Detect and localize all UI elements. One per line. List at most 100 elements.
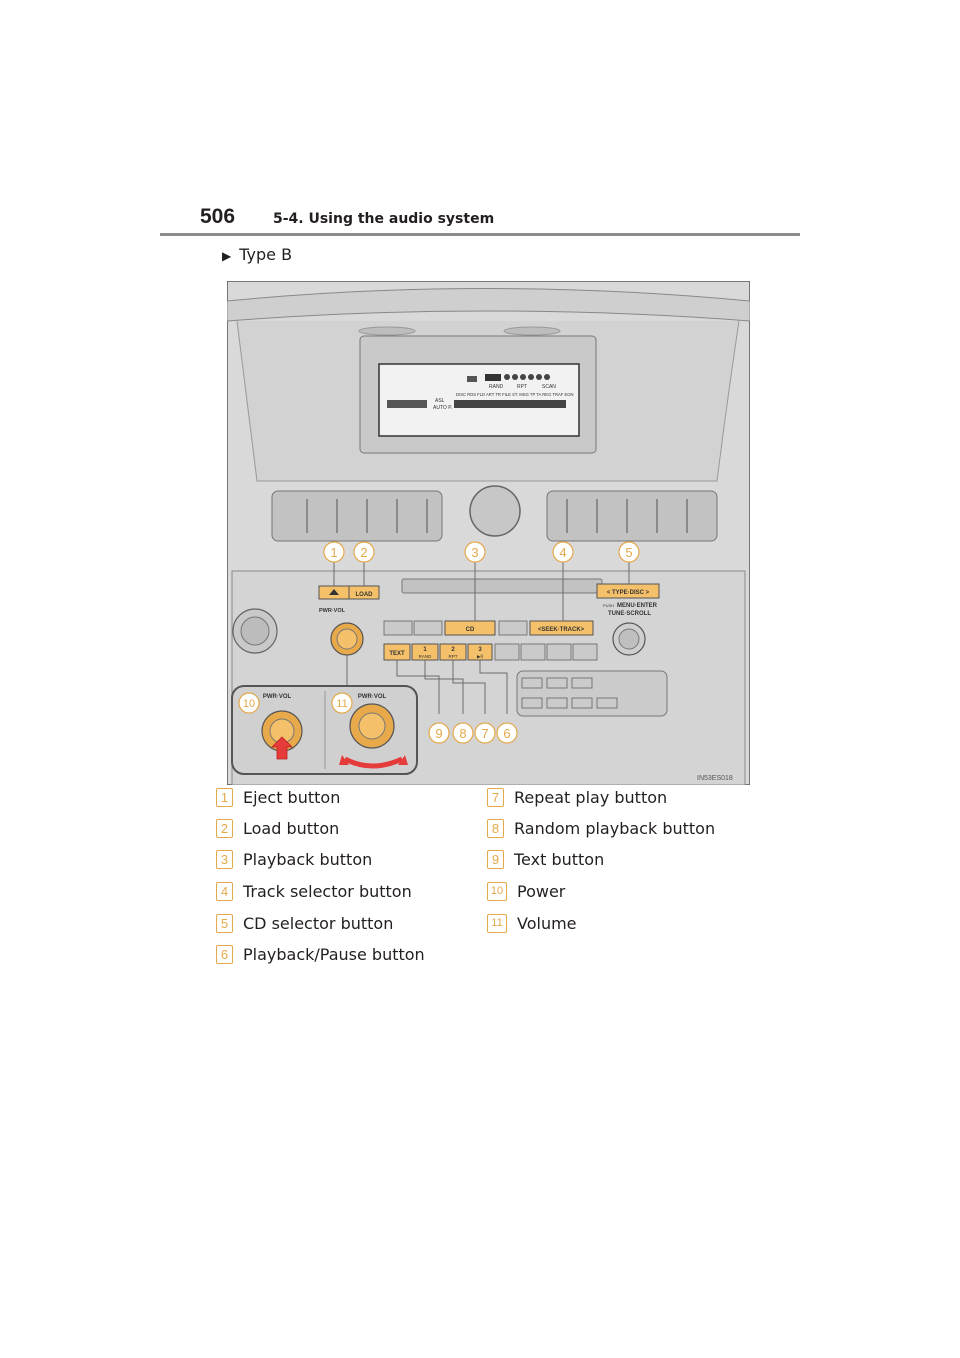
legend-number: 2 (216, 819, 233, 838)
display-auto-p: AUTO P. (433, 405, 452, 411)
svg-text:9: 9 (435, 726, 442, 741)
menu-enter-label: MENU·ENTER (617, 603, 658, 609)
display-disc-line: DISC RDS FLD ART TR FILE ST. MSG TP TA R… (456, 392, 574, 397)
type-disc-label: < TYPE·DISC > (607, 590, 650, 596)
svg-text:3: 3 (471, 545, 478, 560)
legend-item: 1 Eject button (216, 788, 340, 807)
legend-item: 2 Load button (216, 819, 339, 838)
audio-panel-figure: RAND RPT SCAN DISC RDS FLD ART TR FILE S… (227, 281, 750, 785)
callout-6: 6 (496, 722, 518, 744)
pwr-vol-label: PWR·VOL (319, 608, 346, 614)
callout-1: 1 (323, 541, 345, 563)
cd-slot (401, 578, 603, 594)
legend-item: 7 Repeat play button (487, 788, 667, 807)
callout-2: 2 (353, 541, 375, 563)
svg-text:8: 8 (459, 726, 466, 741)
legend-label: Power (517, 882, 566, 901)
legend-item: 5 CD selector button (216, 914, 393, 933)
svg-text:6: 6 (503, 726, 510, 741)
cd-button-label: CD (466, 627, 475, 633)
legend-number: 7 (487, 788, 504, 807)
rotate-arrow-icon (343, 756, 404, 769)
inset-pwr-vol-label-1: PWR·VOL (263, 694, 292, 700)
legend-label: Playback button (243, 850, 373, 869)
legend-number: 11 (487, 914, 507, 933)
legend-number: 10 (487, 882, 507, 901)
legend-number: 9 (487, 850, 504, 869)
text-button-label: TEXT (389, 651, 405, 657)
callout-8: 8 (452, 722, 474, 744)
svg-text:5: 5 (625, 545, 632, 560)
push-label: PUSH (603, 603, 614, 608)
seek-track-label: <SEEK·TRACK> (538, 627, 585, 633)
callout-11: 11 (331, 692, 353, 714)
rand-button-label: RAND (419, 654, 433, 659)
legend-label: Track selector button (243, 882, 412, 901)
rand-button-number: 1 (423, 647, 427, 653)
legend-number: 4 (216, 882, 233, 901)
clock (469, 485, 521, 537)
callout-4: 4 (552, 541, 574, 563)
display-rand: RAND (489, 384, 504, 390)
display-scan: SCAN (542, 384, 556, 390)
type-label: ▶ Type B (222, 245, 292, 264)
page-header: 506 5-4. Using the audio system (160, 205, 800, 236)
callout-7: 7 (474, 722, 496, 744)
figure-code: IN53ES018 (697, 775, 733, 782)
type-disc-button[interactable] (596, 583, 660, 599)
eject-icon (329, 589, 339, 595)
leader-lines (333, 562, 630, 714)
legend-label: Text button (514, 850, 605, 869)
svg-text:2: 2 (360, 545, 367, 560)
left-vent (271, 490, 443, 542)
callout-9: 9 (428, 722, 450, 744)
legend-item: 11 Volume (487, 914, 577, 933)
svg-text:10: 10 (243, 698, 255, 710)
legend-label: Random playback button (514, 819, 716, 838)
legend-number: 5 (216, 914, 233, 933)
legend-number: 1 (216, 788, 233, 807)
display-rpt: RPT (517, 384, 527, 390)
inset-pwr-vol-label-2: PWR·VOL (358, 694, 387, 700)
display-asl: ASL (435, 398, 445, 404)
svg-text:4: 4 (559, 545, 566, 560)
type-label-text: Type B (239, 245, 293, 264)
header-rule (160, 233, 800, 236)
legend-label: Repeat play button (514, 788, 668, 807)
legend-label: Eject button (243, 788, 341, 807)
legend-item: 8 Random playback button (487, 819, 715, 838)
legend-item: 3 Playback button (216, 850, 372, 869)
legend-number: 8 (487, 819, 504, 838)
svg-text:1: 1 (330, 545, 337, 560)
legend-label: Volume (517, 914, 577, 933)
cd-button[interactable] (444, 620, 496, 636)
load-button-label: LOAD (356, 592, 374, 598)
right-vent (546, 490, 718, 542)
callout-5: 5 (618, 541, 640, 563)
legend-label: Playback/Pause button (243, 945, 425, 964)
legend-label: CD selector button (243, 914, 394, 933)
callout-3: 3 (464, 541, 486, 563)
section-title: 5-4. Using the audio system (273, 211, 495, 227)
legend-item: 6 Playback/Pause button (216, 945, 425, 964)
legend-number: 6 (216, 945, 233, 964)
svg-text:7: 7 (481, 726, 488, 741)
rpt-button-number: 2 (451, 647, 455, 653)
seek-track-button[interactable] (529, 620, 594, 636)
display-indicators: RAND RPT SCAN DISC RDS FLD ART TR FILE S… (387, 374, 574, 411)
rpt-button-label: RPT (449, 654, 458, 659)
svg-text:11: 11 (336, 698, 347, 710)
legend-item: 10 Power (487, 882, 565, 901)
page-number: 506 (200, 205, 236, 228)
tune-scroll-label: TUNE·SCROLL (608, 611, 651, 617)
play-pause-icon: ▶II (477, 654, 483, 660)
callout-10: 10 (238, 692, 260, 714)
audio-panel-illustration: RAND RPT SCAN DISC RDS FLD ART TR FILE S… (227, 281, 750, 785)
legend-label: Load button (243, 819, 340, 838)
triangle-bullet-icon: ▶ (222, 249, 232, 263)
legend-item: 9 Text button (487, 850, 604, 869)
legend-number: 3 (216, 850, 233, 869)
press-arrow-icon (271, 736, 293, 760)
play-button-number: 3 (478, 647, 482, 653)
legend-item: 4 Track selector button (216, 882, 412, 901)
